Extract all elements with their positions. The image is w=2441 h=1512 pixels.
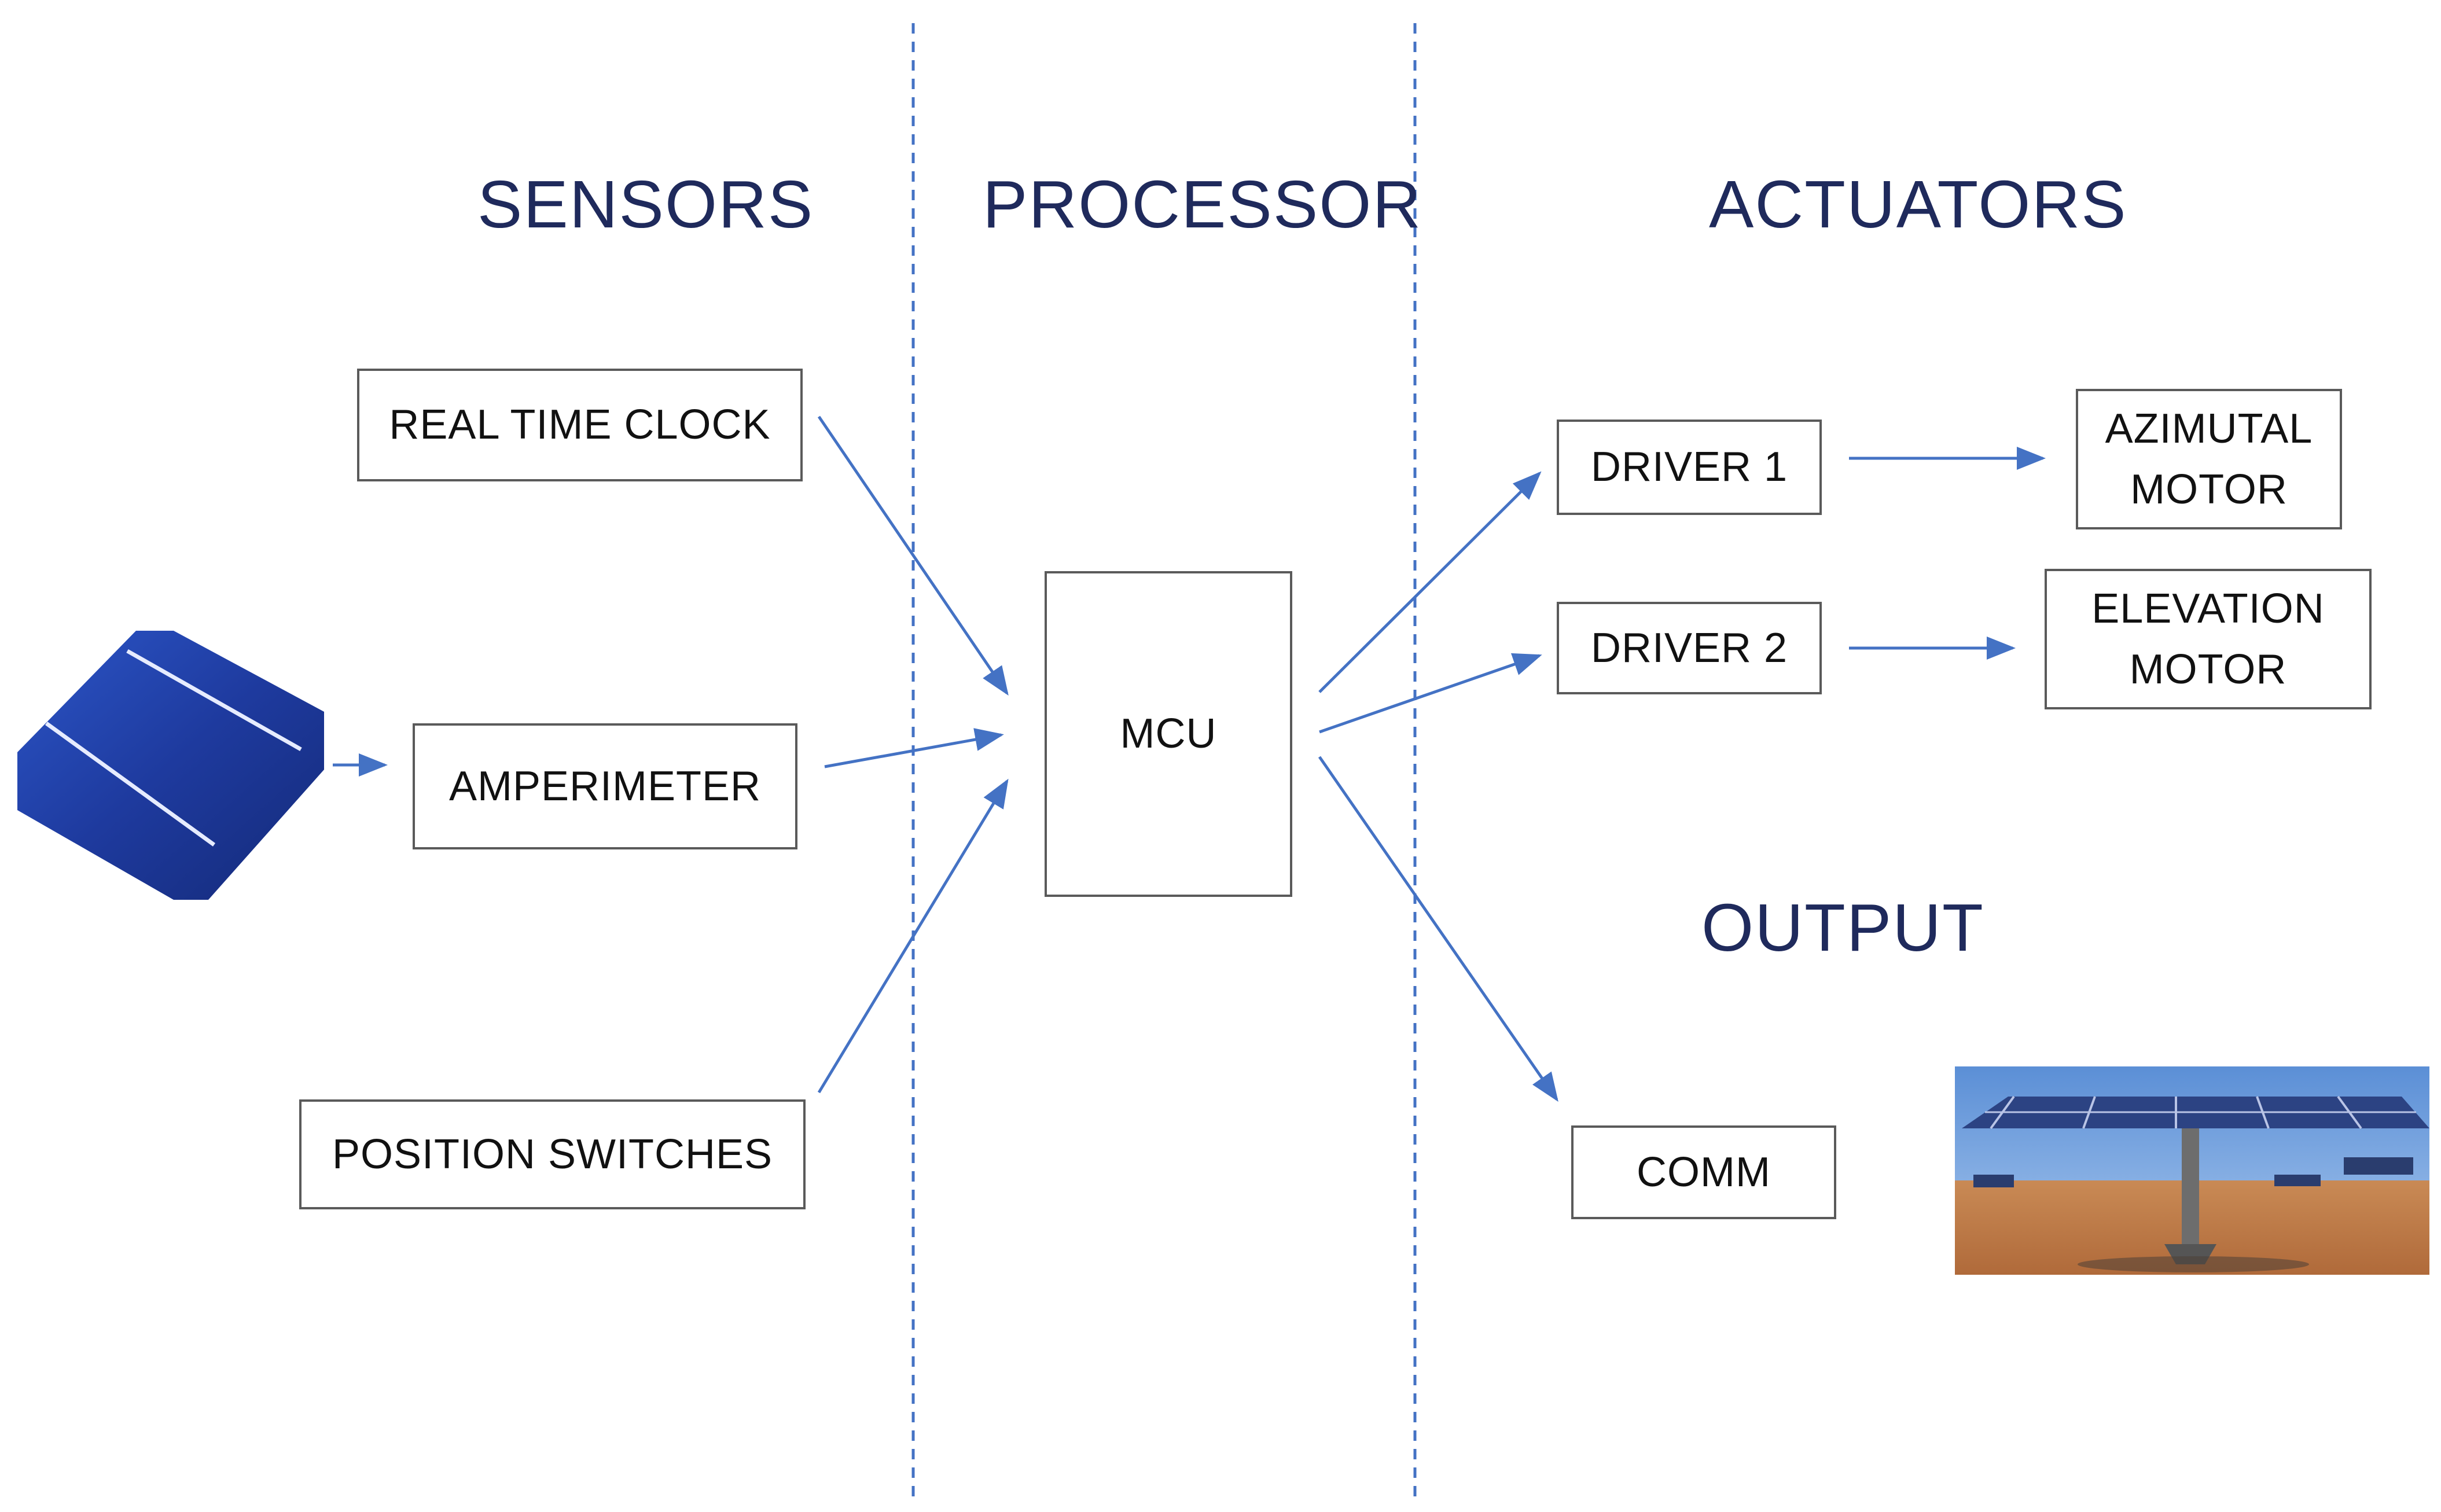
driver-2-label: DRIVER 2 [1590, 624, 1788, 671]
position-switches-box: POSITION SWITCHES [299, 1099, 806, 1209]
azimutal-motor-label-line2: MOTOR [2130, 466, 2288, 513]
mcu-box: MCU [1045, 571, 1292, 897]
elevation-motor-label-line2: MOTOR [2129, 646, 2287, 693]
arrow-amperimeter-to-mcu [824, 728, 1004, 768]
real-time-clock-label: REAL TIME CLOCK [389, 402, 771, 448]
elevation-motor-box: ELEVATION MOTOR [2045, 569, 2372, 709]
amperimeter-box: AMPERIMETER [413, 723, 797, 849]
azimutal-motor-label-line1: AZIMUTAL [2105, 406, 2313, 453]
heading-processor: PROCESSOR [983, 167, 1422, 242]
amperimeter-label: AMPERIMETER [449, 763, 762, 810]
driver-1-label: DRIVER 1 [1590, 444, 1788, 491]
position-switches-label: POSITION SWITCHES [332, 1131, 773, 1178]
arrow-mcu-to-driver2 [1319, 653, 1542, 734]
elevation-motor-label-line1: ELEVATION [2091, 586, 2325, 632]
mcu-label: MCU [1120, 711, 1217, 757]
solar-tracker-image [1955, 1066, 2429, 1275]
heading-output: OUTPUT [1701, 890, 1984, 965]
arrow-mcu-to-driver1 [1318, 471, 1542, 693]
arrow-switches-to-mcu [817, 778, 1009, 1094]
comm-label: COMM [1637, 1149, 1771, 1195]
heading-actuators: ACTUATORS [1709, 167, 2127, 242]
driver-1-box: DRIVER 1 [1557, 420, 1822, 515]
azimutal-motor-box: AZIMUTAL MOTOR [2076, 389, 2342, 529]
heading-sensors: SENSORS [477, 167, 814, 242]
driver-2-box: DRIVER 2 [1557, 602, 1822, 694]
arrow-rtc-to-mcu [817, 415, 1009, 696]
comm-box: COMM [1571, 1125, 1836, 1219]
arrow-mcu-to-comm [1318, 756, 1558, 1102]
solar-cell-image [17, 631, 324, 900]
real-time-clock-box: REAL TIME CLOCK [357, 369, 803, 481]
